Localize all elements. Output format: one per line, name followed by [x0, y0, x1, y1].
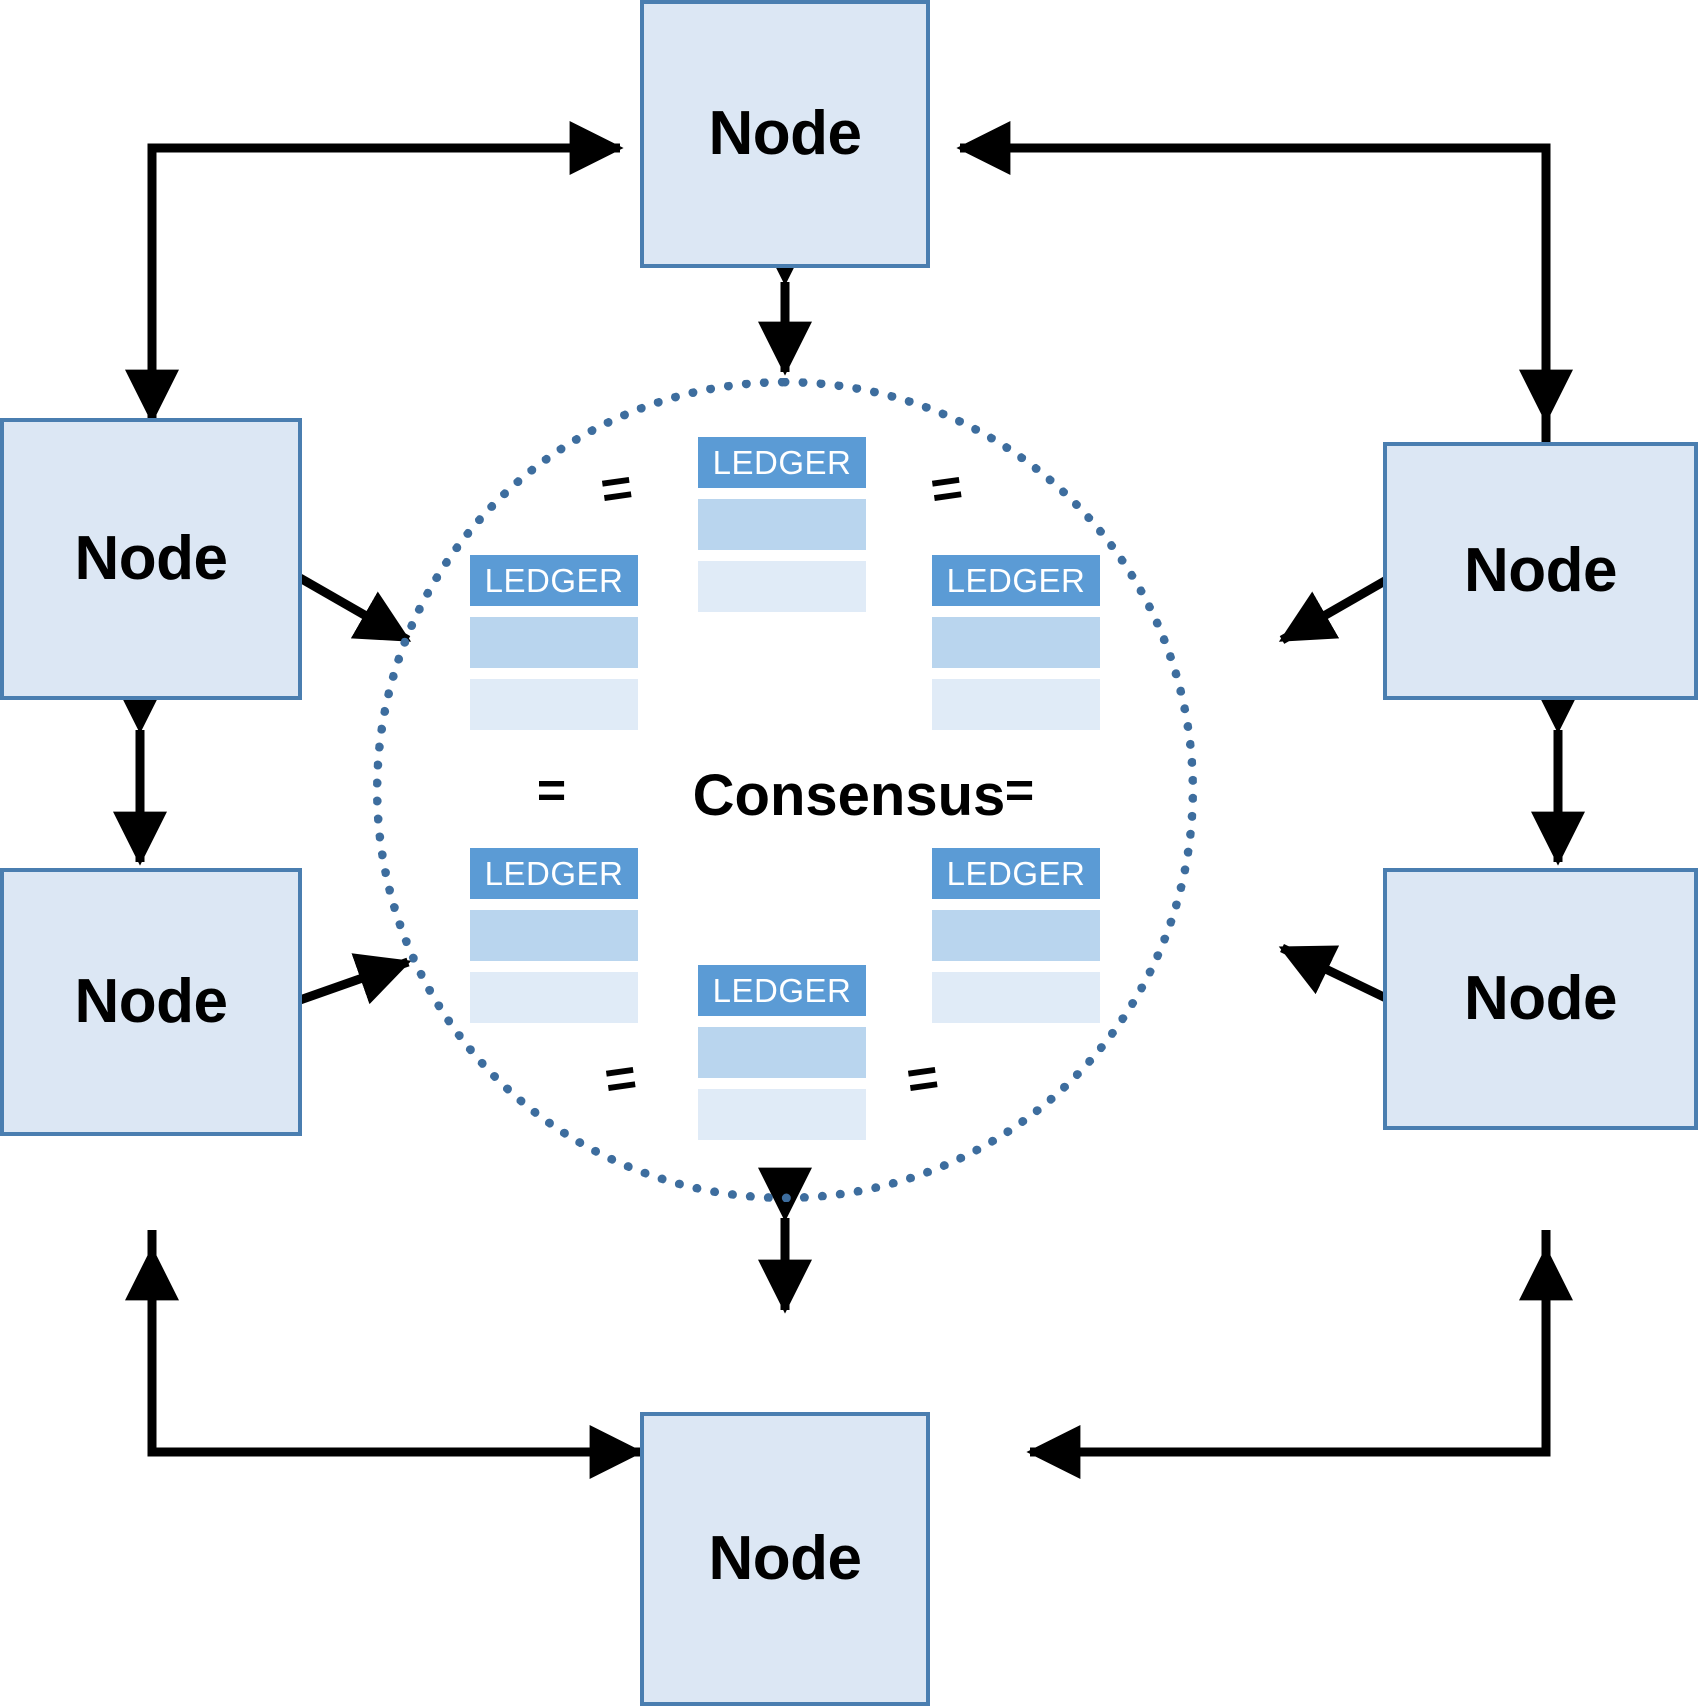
ledger-bottom-row-2 — [698, 1089, 866, 1140]
ledger-upper-right-row-1 — [932, 617, 1100, 668]
node-right-upper[interactable]: Node — [1383, 442, 1698, 700]
consensus-label: Consensus — [692, 763, 1006, 828]
ledger-upper-left-row-1 — [470, 617, 638, 668]
node-right-lower[interactable]: Node — [1383, 868, 1698, 1130]
ledger-lower-left-row-1 — [470, 910, 638, 961]
arrow-rightlower-to-bottom — [1026, 1230, 1551, 1479]
arrow-circle-to-leftlower — [243, 953, 412, 1043]
node-top-label: Node — [708, 99, 863, 168]
ledger-upper-right-header: LEDGER — [932, 555, 1100, 606]
ledger-upper-right-row-2 — [932, 679, 1100, 730]
ledger-bottom-header: LEDGER — [698, 965, 866, 1016]
node-bottom[interactable]: Node — [640, 1412, 930, 1706]
node-left-lower[interactable]: Node — [0, 868, 302, 1136]
ledger-lower-left-row-2 — [470, 972, 638, 1023]
node-left-lower-label: Node — [74, 967, 229, 1036]
ledger-top[interactable]: LEDGER — [698, 437, 866, 612]
node-left-upper[interactable]: Node — [0, 418, 302, 700]
ledger-upper-left-row-2 — [470, 679, 638, 730]
equals-mid-right-icon: = — [1004, 762, 1034, 818]
node-right-lower-label: Node — [1464, 964, 1618, 1033]
arrow-circle-to-rightlower — [1278, 943, 1448, 1047]
node-right-upper-label: Node — [1464, 536, 1618, 605]
ledger-lower-right-row-1 — [932, 910, 1100, 961]
ledger-top-row-1 — [698, 499, 866, 550]
node-bottom-label: Node — [708, 1524, 863, 1593]
ledger-lower-left[interactable]: LEDGER — [470, 848, 638, 1023]
ledger-lower-left-header: LEDGER — [470, 848, 638, 899]
ledger-upper-left[interactable]: LEDGER — [470, 555, 638, 730]
ledger-upper-left-header: LEDGER — [470, 555, 638, 606]
consensus-boundary-circle — [373, 378, 1197, 1202]
arrow-circle-to-rightupper — [1278, 529, 1448, 644]
arrow-leftlower-to-bottom — [147, 1230, 644, 1479]
ledger-bottom[interactable]: LEDGER — [698, 965, 866, 1140]
ledger-lower-right-header: LEDGER — [932, 848, 1100, 899]
equals-mid-left-icon: = — [536, 762, 566, 818]
node-top[interactable]: Node — [640, 0, 930, 268]
ledger-upper-right[interactable]: LEDGER — [932, 555, 1100, 730]
ledger-top-header: LEDGER — [698, 437, 866, 488]
ledger-top-row-2 — [698, 561, 866, 612]
arrow-circle-to-leftupper — [242, 529, 412, 644]
ledger-lower-right[interactable]: LEDGER — [932, 848, 1100, 1023]
ledger-bottom-row-1 — [698, 1027, 866, 1078]
ledger-lower-right-row-2 — [932, 972, 1100, 1023]
node-left-upper-label: Node — [74, 524, 229, 593]
